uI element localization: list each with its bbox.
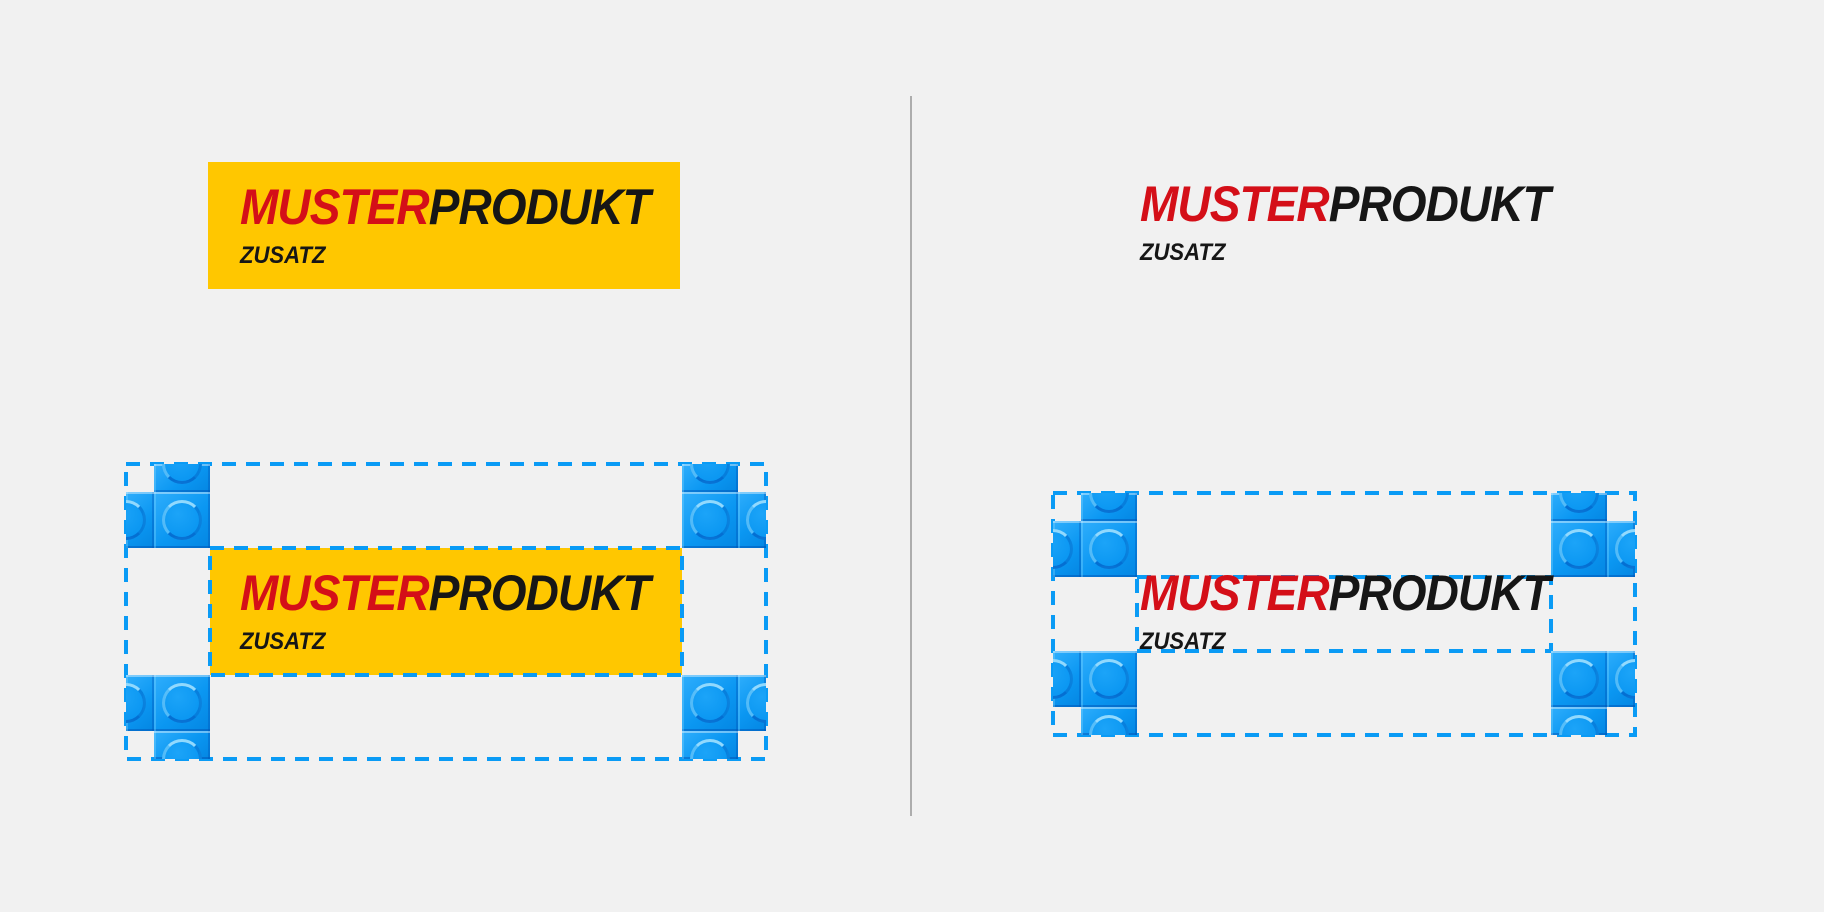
brick-stud <box>162 739 202 759</box>
logo-wordmark-red: MUSTER <box>1140 565 1330 621</box>
lego-brick-icon <box>1551 651 1635 735</box>
logo-wordmark-black: PRODUKT <box>1328 565 1551 621</box>
logo-lockup-yellow-clearspace: MUSTERPRODUKT ZUSATZ <box>240 565 651 655</box>
logo-lockup-yellow-primary: MUSTERPRODUKT ZUSATZ <box>240 179 651 269</box>
lego-brick-full <box>154 492 210 548</box>
brick-stud <box>690 739 730 759</box>
logo-lockup-plain-primary: MUSTERPRODUKT ZUSATZ <box>1140 176 1551 266</box>
lego-brick-full <box>1081 651 1137 707</box>
lego-brick-half <box>682 731 738 759</box>
brick-stud <box>1089 659 1129 699</box>
brick-stud <box>1559 659 1599 699</box>
logo-wordmark: MUSTERPRODUKT <box>240 565 651 621</box>
brick-stud <box>690 464 730 484</box>
logo-wordmark-red: MUSTER <box>240 565 430 621</box>
brick-stud <box>746 500 766 540</box>
lego-brick-icon <box>1551 493 1635 577</box>
lego-brick-half <box>154 464 210 492</box>
brick-stud <box>126 683 146 723</box>
lego-brick-icon <box>1053 651 1137 735</box>
lego-brick-full <box>154 675 210 731</box>
brick-stud <box>1615 529 1635 569</box>
brick-stud <box>1089 715 1129 735</box>
lego-brick-full <box>682 492 738 548</box>
logo-wordmark-black: PRODUKT <box>428 565 651 621</box>
brick-stud <box>746 683 766 723</box>
logo-lockup-plain-clearspace: MUSTERPRODUKT ZUSATZ <box>1140 565 1551 655</box>
brick-stud <box>1089 493 1129 513</box>
brick-stud <box>162 683 202 723</box>
dashed-clearspace-border-outer <box>1051 491 1637 737</box>
brick-stud <box>1559 493 1599 513</box>
lego-brick-icon <box>1053 493 1137 577</box>
lego-brick-half <box>682 464 738 492</box>
brick-stud <box>1053 659 1073 699</box>
lego-brick-half <box>1551 493 1607 521</box>
brick-stud <box>1559 715 1599 735</box>
logo-wordmark-black: PRODUKT <box>428 179 651 235</box>
logo-wordmark: MUSTERPRODUKT <box>1140 176 1551 232</box>
logo-subline: ZUSATZ <box>1140 239 1226 266</box>
lego-brick-half <box>738 675 766 731</box>
lego-brick-half <box>1053 521 1081 577</box>
lego-brick-half <box>738 492 766 548</box>
brick-stud <box>1559 529 1599 569</box>
lego-brick-half <box>1053 651 1081 707</box>
lego-brick-icon <box>682 675 766 759</box>
brick-stud <box>1089 529 1129 569</box>
lego-brick-half <box>154 731 210 759</box>
lego-brick-icon <box>126 675 210 759</box>
dashed-clearspace-border-outer <box>124 462 768 761</box>
panel-divider-line <box>910 96 912 816</box>
clearspace-logo-yellow-box <box>210 548 682 675</box>
brick-stud <box>690 500 730 540</box>
lego-brick-half <box>1081 493 1137 521</box>
dashed-clearspace-border-inner <box>208 546 684 677</box>
lego-brick-icon <box>126 464 210 548</box>
logo-subline: ZUSATZ <box>1140 628 1226 655</box>
logo-wordmark-red: MUSTER <box>240 179 430 235</box>
lego-brick-full <box>1551 651 1607 707</box>
brick-stud <box>1053 529 1073 569</box>
logo-wordmark-red: MUSTER <box>1140 176 1330 232</box>
logo-subline: ZUSATZ <box>240 628 326 655</box>
brick-stud <box>126 500 146 540</box>
logo-wordmark: MUSTERPRODUKT <box>1140 565 1551 621</box>
lego-brick-half <box>1081 707 1137 735</box>
brick-stud <box>690 683 730 723</box>
logo-wordmark: MUSTERPRODUKT <box>240 179 651 235</box>
brick-stud <box>162 500 202 540</box>
lego-brick-half <box>1607 521 1635 577</box>
lego-brick-full <box>1551 521 1607 577</box>
primary-logo-yellow-box <box>208 162 680 289</box>
lego-brick-full <box>1081 521 1137 577</box>
lego-brick-half <box>1551 707 1607 735</box>
lego-brick-full <box>682 675 738 731</box>
logo-wordmark-black: PRODUKT <box>1328 176 1551 232</box>
lego-brick-half <box>126 675 154 731</box>
brick-stud <box>162 464 202 484</box>
brick-stud <box>1615 659 1635 699</box>
lego-brick-half <box>1607 651 1635 707</box>
dashed-clearspace-border-inner <box>1135 575 1553 653</box>
lego-brick-icon <box>682 464 766 548</box>
lego-brick-half <box>126 492 154 548</box>
logo-subline: ZUSATZ <box>240 242 326 269</box>
